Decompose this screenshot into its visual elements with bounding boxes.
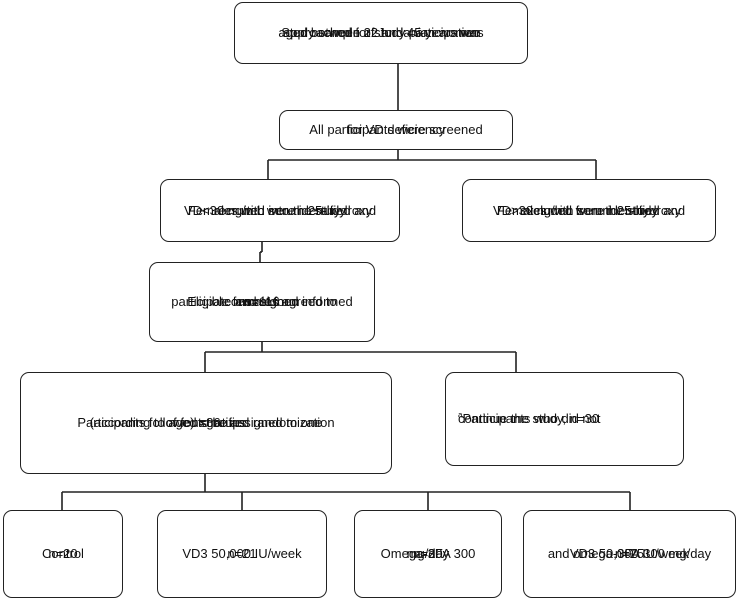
screening-line-2: for VD deficiency: [346, 122, 446, 137]
omega-label-2: mg/day: [406, 546, 450, 561]
vd3-label: VD3 50,000 IU/week: [182, 546, 302, 561]
control-group-box: Control n=20: [3, 510, 123, 598]
study-sample-line-3: approached for study participation: [283, 25, 479, 40]
randomization-line-2: (according to age) to be assigned to one: [89, 415, 323, 430]
recruited-line-1: Females with serum 25-hydroxy: [187, 202, 373, 218]
excluded-line-3: excluded from the study: [519, 202, 659, 218]
dropout-line-1: aParticipants who did not: [458, 411, 600, 427]
footnote-mark: a: [458, 410, 463, 420]
omega-label-1: Omega-3FA 300: [380, 546, 476, 561]
study-sample-box: Study sample of Jordanian women aged bet…: [234, 2, 528, 64]
randomization-line-1: Participants followed stratified randomi…: [77, 415, 335, 430]
combined-count: n=25: [614, 546, 645, 561]
screening-box: All participants were screened for VD de…: [279, 110, 513, 150]
eligible-line-1: Eligible females agreed to: [187, 294, 337, 309]
excluded-box: Females with serum 25-hydroxy VD>30 ng/m…: [462, 179, 716, 242]
control-count: n=20: [48, 546, 78, 561]
vd3-count: n=21: [227, 546, 257, 561]
dropout-text-1: Participants who did not: [462, 411, 601, 426]
combined-group-box: VD3 50,000 IU/week and omega-3FA 300 mg/…: [523, 510, 736, 598]
vd3-group-box: VD3 50,000 IU/week n=21: [157, 510, 327, 598]
recruited-box: Females with serum 25-hydroxy VD<30 ng/m…: [160, 179, 400, 242]
randomization-box: Participants followed stratified randomi…: [20, 372, 392, 474]
combined-label-1: VD3 50,000 IU/week: [569, 546, 690, 561]
control-label: Control: [42, 546, 84, 561]
omega-count: n=20: [413, 546, 443, 561]
eligible-line-2: participate and signed informed: [171, 294, 353, 309]
study-sample-line-1: Study sample of Jordanian women: [281, 25, 481, 40]
excluded-line-2: VD>30 ng/mL were identified and: [492, 202, 686, 218]
dropout-box: aParticipants who did not continue the s…: [445, 372, 684, 466]
recruited-line-3: recruited into the study: [214, 202, 346, 218]
study-sample-line-2: aged between 22 and 45 years was: [278, 25, 484, 40]
eligible-line-3: consent form: [224, 294, 300, 309]
combined-label-2: and omega-3FA 300 mg/day: [547, 546, 712, 561]
eligible-box: Eligible females agreed to participate a…: [149, 262, 375, 342]
excluded-line-1: Females with serum 25-hydroxy: [496, 202, 682, 218]
randomization-count: n=86: [191, 415, 221, 430]
recruited-line-2: VD<30 ng/mL were identified and: [183, 202, 377, 218]
omega-group-box: Omega-3FA 300 mg/day n=20: [354, 510, 502, 598]
randomization-line-3: of four groups: [165, 415, 247, 430]
eligible-count: n=116: [244, 294, 280, 309]
screening-line-1: All participants were screened: [309, 122, 483, 137]
dropout-line-2: continue the study, n=30: [458, 411, 600, 426]
